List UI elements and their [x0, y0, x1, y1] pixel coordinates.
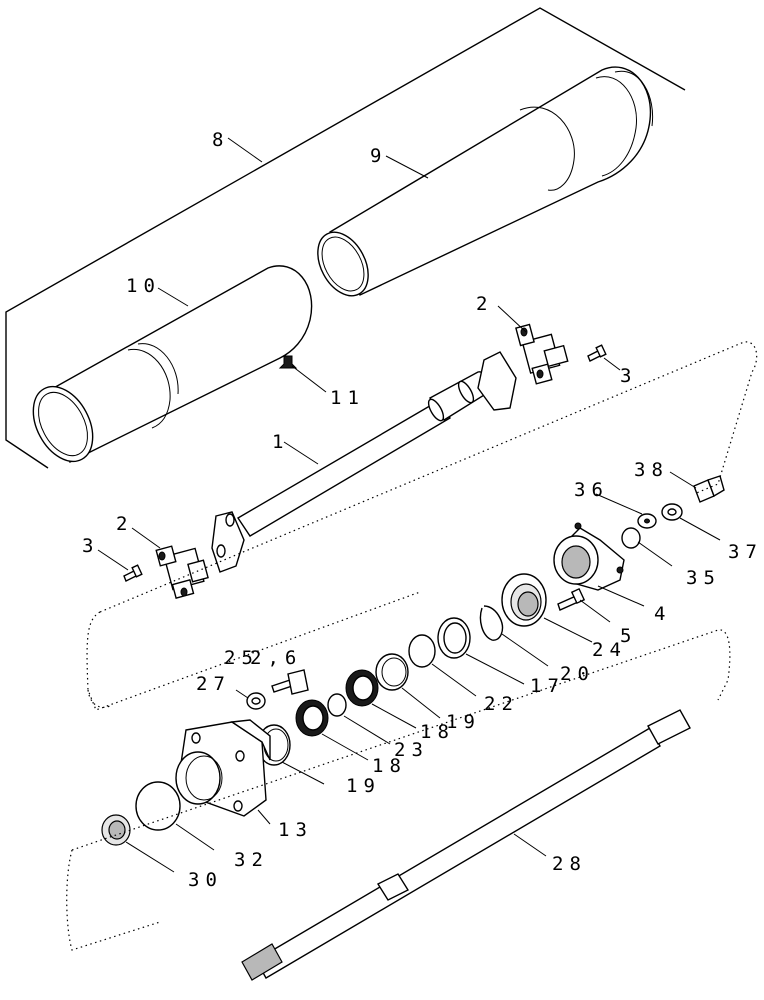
leader-lines — [97, 137, 721, 873]
callout-8: 8 — [212, 129, 229, 151]
needle-bearing-30 — [101, 814, 131, 846]
washer-36 — [637, 513, 657, 529]
callout-10: 10 — [126, 275, 161, 297]
upper-shield-tube — [317, 66, 654, 297]
gear-ring-18-upper — [345, 669, 379, 707]
callout-22: 22 — [484, 693, 519, 715]
callout-17: 17 — [530, 675, 565, 697]
callout-2-lower: 2 — [116, 513, 133, 535]
ring-17 — [437, 617, 471, 659]
callout-4: 4 — [654, 603, 671, 625]
ring-23 — [327, 693, 347, 717]
bolt-38 — [693, 475, 725, 503]
screw-upper — [587, 344, 607, 362]
seal-ring-35 — [621, 527, 641, 549]
washer-37 — [661, 503, 683, 521]
spline-shaft — [241, 709, 691, 981]
bearing-housing-flange — [175, 719, 271, 817]
callout-24: 24 — [592, 639, 627, 661]
screw-lower — [123, 564, 143, 582]
callout-19-lower: 19 — [346, 775, 381, 797]
grease-fitting — [278, 355, 298, 369]
callout-13: 13 — [278, 819, 313, 841]
callout-11: 11 — [330, 387, 365, 409]
o-ring-32 — [135, 781, 181, 831]
washer-27 — [246, 692, 266, 710]
u-joint-cross-upper — [515, 323, 569, 385]
u-joint-cross-lower — [155, 545, 209, 599]
dotted-group-outline — [66, 341, 758, 951]
lower-shield-tube — [32, 265, 313, 464]
callout-38: 38 — [634, 459, 669, 481]
ring-22 — [408, 634, 436, 668]
callout-3-upper: 3 — [620, 365, 637, 387]
callout-18-lower: 18 — [372, 755, 407, 777]
callout-23: 23 — [394, 739, 429, 761]
callout-2-upper: 2 — [476, 293, 493, 315]
bolt-5 — [557, 587, 586, 611]
callout-36: 36 — [574, 479, 609, 501]
drive-shaft — [211, 351, 517, 573]
callout-28: 28 — [552, 853, 587, 875]
callout-5: 5 — [620, 625, 637, 647]
callout-26: 2,6 — [250, 647, 302, 669]
callout-25: 25 — [224, 647, 259, 669]
callout-37: 37 — [728, 541, 763, 563]
callout-30: 30 — [188, 869, 223, 891]
callout-27: 27 — [196, 673, 231, 695]
callout-1: 1 — [272, 431, 289, 453]
yoke-housing — [553, 522, 625, 591]
bolt-25-26 — [271, 669, 309, 695]
callout-18-upper: 18 — [420, 721, 455, 743]
callout-20: 20 — [560, 663, 595, 685]
callout-32: 32 — [234, 849, 269, 871]
bearing-24 — [501, 573, 547, 627]
callout-9: 9 — [370, 145, 387, 167]
shield-panel — [5, 7, 686, 469]
callout-35: 35 — [686, 567, 721, 589]
sleeve-19-upper — [375, 653, 409, 691]
snap-ring-20 — [479, 605, 504, 641]
gear-ring-18-lower — [295, 699, 329, 737]
callout-3-lower: 3 — [82, 535, 99, 557]
callout-labels: 8 9 10 2 11 3 1 38 36 2 3 37 35 4 5 24 2… — [82, 129, 763, 891]
callout-19-upper: 19 — [446, 711, 481, 733]
